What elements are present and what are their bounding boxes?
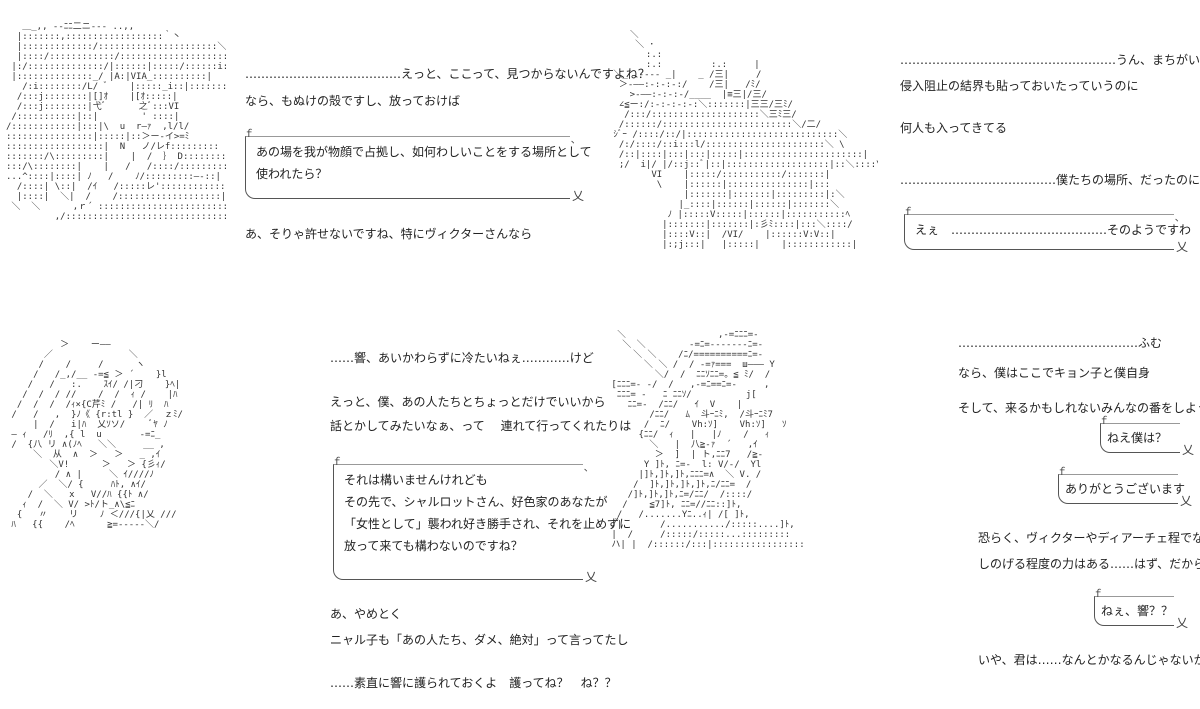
p2-box-line-1: えぇ …………………………………そのようですわ: [915, 223, 1192, 237]
box-tail-mark: 乂: [1175, 240, 1188, 254]
panel-4: ＼ ,-=ﾆﾆﾆ=- ＼ ＼ -=ﾆ=-------ﾆ=- ＼ ＼ /ﾆ/===…: [600, 330, 1200, 709]
ascii-art-figure-3: ＞ ー―― ／ ＼ / / / ヽ / /_,/__ -=≦ ＞ ´ }l / …: [11, 340, 183, 530]
p3-box-line-2: その先で、シャルロットさん、好色家のあなたが: [344, 495, 608, 509]
p4-box-3-line: ねぇ、響？？: [1101, 604, 1174, 618]
panel-2: ＼ ＼ ･ :.: :.: :.: | ＼_ ---- _| _ /三| / ＞…: [600, 0, 1200, 330]
box-corner-mark: ｆ: [1057, 467, 1067, 478]
p4-speech-box-3: ｆ ねぇ、響？？ 乂: [1093, 589, 1188, 630]
p2-line-4: …………………………………僕たちの場所、だったのに: [900, 173, 1200, 187]
ascii-art-figure-4: ＼ ,-=ﾆﾆﾆ=- ＼ ＼ -=ﾆ=-------ﾆ=- ＼ ＼ /ﾆ/===…: [611, 330, 805, 550]
p3-line-4: あ、やめとく: [330, 607, 402, 621]
p3-line-1: ……響、あいかわらずに冷たいねぇ…………けど: [330, 351, 594, 365]
box-corner-mark: ､: [571, 135, 576, 146]
p1-line-2: なら、もぬけの殻ですし、放っておけば: [245, 94, 461, 108]
ascii-art-figure-2: ＼ ＼ ･ :.: :.: :.: | ＼_ ---- _| _ /三| / ＞…: [613, 30, 878, 250]
p4-box-1-line: ねえ僕は？: [1107, 431, 1168, 445]
p4-line-3: そして、来るかもしれないみんなの番をしよう: [958, 401, 1200, 415]
box-tail-mark: 乂: [584, 570, 597, 584]
box-tail-mark: 乂: [1179, 494, 1192, 508]
p4-line-1: ………………………………………ふむ: [958, 336, 1163, 350]
box-corner-mark: ､: [584, 463, 589, 474]
box-corner-mark: ｆ: [1099, 416, 1109, 427]
p1-box-line-2: 使われたら？: [256, 167, 328, 181]
p3-line-3: 話とかしてみたいなぁ、って 連れて行ってくれたりは: [330, 419, 632, 433]
p2-line-1: ………………………………………………うん、まちがいないね: [900, 53, 1200, 67]
panel-1: ＿_,, -‐ﾆﾆ二ニ‐-- ..,, |:::::::,:::::::::::…: [0, 0, 650, 330]
p1-speech-box: ｆ ､ あの場を我が物顔で占拠し、如何わしいことをする場所として 使われたら？ …: [244, 129, 592, 203]
p3-line-5: ニャル子も「あの人たち、ダメ、絶対」って言ってたし: [330, 633, 629, 647]
p4-line-5: しのげる程度の力はある……はず、だからな: [978, 557, 1200, 571]
p4-line-2: なら、僕はここでキョン子と僕自身: [958, 366, 1151, 380]
p1-line-1: …………………………………えっと、ここって、見つからないんですよね？: [245, 67, 650, 81]
p2-speech-box: ｆ ､ えぇ …………………………………そのようですわ 乂: [903, 207, 1192, 254]
p1-line-3: あ、そりゃ許せないですね、特にヴィクターさんなら: [245, 227, 533, 241]
p3-line-2: えっと、僕、あの人たちとちょっとだけでいいから: [330, 395, 606, 409]
box-corner-mark: ｆ: [903, 207, 913, 218]
p1-box-line-1: あの場を我が物顔で占拠し、如何わしいことをする場所として: [256, 145, 592, 159]
p3-speech-box: ｆ ､ それは構いませんけれども その先で、シャルロットさん、好色家のあなたが …: [332, 457, 632, 584]
box-tail-mark: 乂: [1175, 616, 1188, 630]
p3-line-6: ……素直に響に護られておくよ 護ってね？ ね？？: [330, 676, 617, 690]
box-corner-mark: ､: [1175, 213, 1180, 224]
p3-box-line-1: それは構いませんけれども: [344, 473, 488, 487]
ascii-art-figure-1: ＿_,, -‐ﾆﾆ二ニ‐-- ..,, |:::::::,:::::::::::…: [6, 22, 226, 222]
p4-line-4: 恐らく、ヴィクターやディアーチェ程でなければ: [978, 531, 1200, 545]
box-tail-mark: 乂: [571, 189, 584, 203]
p2-line-2: 侵入阻止の結界も貼っておいたっていうのに: [900, 79, 1139, 93]
box-corner-mark: ｆ: [1093, 589, 1103, 600]
p4-speech-box-1: ｆ ねえ僕は？ 乂: [1099, 416, 1194, 457]
p4-speech-box-2: ｆ ありがとうございます 乂: [1057, 467, 1192, 508]
box-corner-mark: ｆ: [244, 129, 254, 140]
p4-box-2-line: ありがとうございます: [1065, 482, 1186, 496]
box-corner-mark: ｆ: [332, 457, 342, 468]
box-tail-mark: 乂: [1181, 443, 1194, 457]
panel-3: ＞ ー―― ／ ＼ / / / ヽ / /_,/__ -=≦ ＞ ´ }l / …: [0, 330, 632, 709]
p4-line-6: いや、君は……なんとかなるんじゃないか？: [978, 653, 1200, 667]
p3-box-line-4: 放って来ても構わないのですね？: [344, 539, 523, 553]
p2-line-3: 何人も入ってきてる: [900, 121, 1008, 135]
p3-box-line-3: 「女性として」襲われ好き勝手され、それを止めずに: [344, 517, 632, 531]
